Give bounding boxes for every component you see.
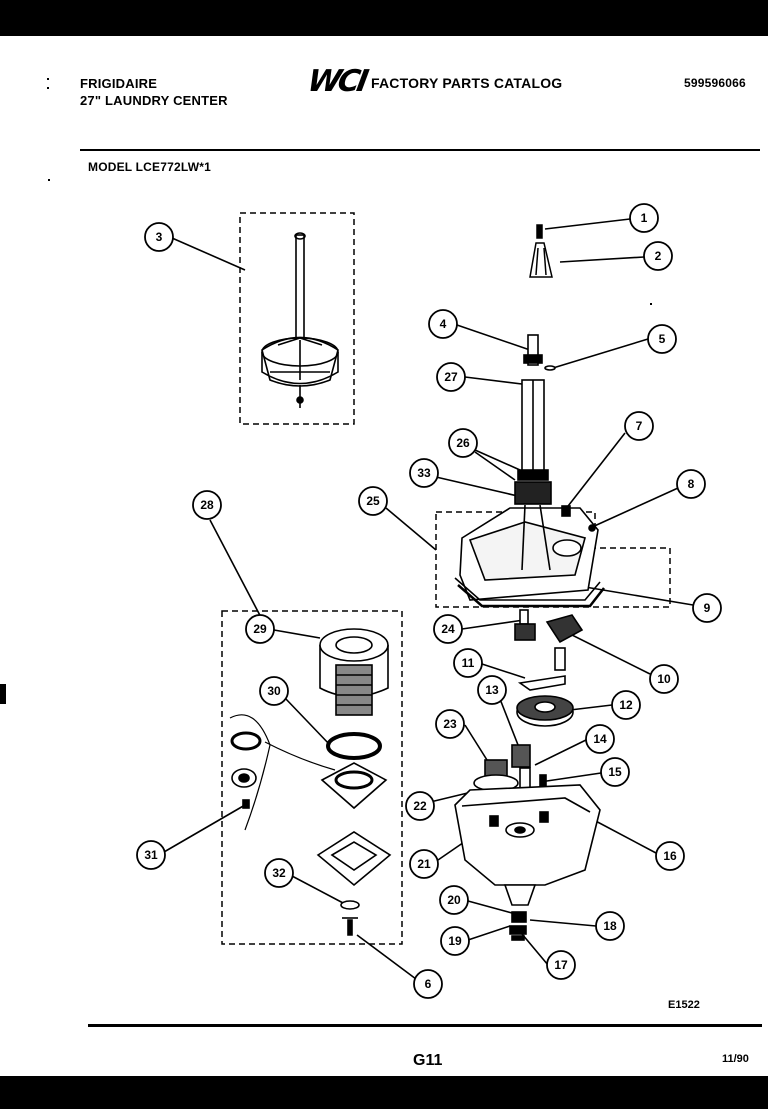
svg-text:32: 32: [272, 866, 286, 880]
callout-28: 28: [192, 490, 222, 520]
callout-12: 12: [611, 690, 641, 720]
product-label: 27" LAUNDRY CENTER: [80, 93, 228, 108]
callout-25: 25: [358, 486, 388, 516]
callout-22: 22: [405, 791, 435, 821]
callout-20: 20: [439, 885, 469, 915]
callout-33: 33: [409, 458, 439, 488]
footer-rule: [88, 1024, 762, 1027]
seal-kit-parts: [229, 628, 392, 936]
svg-text:6: 6: [425, 977, 432, 991]
callout-16: 16: [655, 841, 685, 871]
page-number: G11: [413, 1052, 443, 1069]
screw-and-cap-part: [529, 224, 553, 278]
svg-text:20: 20: [447, 893, 461, 907]
callout-7: 7: [624, 411, 654, 441]
callout-11: 11: [453, 648, 483, 678]
callout-14: 14: [585, 724, 615, 754]
svg-text:3: 3: [156, 230, 163, 244]
callout-21: 21: [409, 849, 439, 879]
agitator-shaft-box: [239, 212, 355, 425]
svg-text:9: 9: [704, 601, 711, 615]
svg-text:17: 17: [554, 958, 568, 972]
callout-26: 26: [448, 428, 478, 458]
catalog-title: FACTORY PARTS CATALOG: [371, 75, 563, 91]
date-code: 11/90: [722, 1053, 749, 1065]
model-label: MODEL LCE772LW*1: [88, 160, 212, 174]
svg-text:29: 29: [253, 622, 267, 636]
callout-30: 30: [259, 676, 289, 706]
svg-text:18: 18: [603, 919, 617, 933]
callout-8: 8: [676, 469, 706, 499]
callout-4: 4: [428, 309, 458, 339]
callout-6: 6: [413, 969, 443, 999]
svg-text:12: 12: [619, 698, 633, 712]
brand-label: FRIGIDAIRE: [80, 76, 158, 91]
svg-text:7: 7: [636, 419, 643, 433]
callout-18: 18: [595, 911, 625, 941]
svg-text:4: 4: [440, 317, 447, 331]
svg-text:11: 11: [462, 656, 475, 670]
svg-text:30: 30: [267, 684, 281, 698]
svg-text:19: 19: [448, 934, 462, 948]
callout-32: 32: [264, 858, 294, 888]
callout-27: 27: [436, 362, 466, 392]
callout-19: 19: [440, 926, 470, 956]
callout-15: 15: [600, 757, 630, 787]
callout-2: 2: [643, 241, 673, 271]
svg-text:24: 24: [441, 622, 455, 636]
callout-5: 5: [647, 324, 677, 354]
callout-24: 24: [433, 614, 463, 644]
svg-text:2: 2: [655, 249, 662, 263]
housing-assembly-box: [435, 511, 671, 608]
svg-text:1: 1: [641, 211, 648, 225]
svg-text:10: 10: [657, 672, 671, 686]
callout-3: 3: [144, 222, 174, 252]
agitator-shaft-part: [261, 232, 339, 408]
svg-text:27: 27: [444, 370, 458, 384]
svg-text:21: 21: [417, 857, 431, 871]
catalog-number: 599596066: [684, 76, 746, 90]
svg-text:33: 33: [417, 466, 431, 480]
callout-29: 29: [245, 614, 275, 644]
svg-text:13: 13: [485, 683, 499, 697]
svg-text:28: 28: [200, 498, 214, 512]
svg-text:5: 5: [659, 332, 666, 346]
callout-31: 31: [136, 840, 166, 870]
gearcase-part: [454, 784, 601, 941]
svg-text:22: 22: [413, 799, 427, 813]
transmission-shaft-part: [454, 334, 605, 608]
svg-text:31: 31: [144, 848, 158, 862]
callout-layer: 1 2 3 4 5 27 7 26 33 8 25 28 9 29 24 10 …: [136, 203, 722, 999]
callout-9: 9: [692, 593, 722, 623]
header-rule: [80, 149, 760, 151]
callout-17: 17: [546, 950, 576, 980]
callout-13: 13: [477, 675, 507, 705]
svg-text:8: 8: [688, 477, 695, 491]
svg-text:14: 14: [593, 732, 607, 746]
svg-text:15: 15: [608, 765, 622, 779]
stray-marks: [0, 78, 652, 704]
svg-text:23: 23: [443, 717, 457, 731]
callout-10: 10: [649, 664, 679, 694]
seal-kit-box: [221, 610, 403, 945]
svg-text:26: 26: [456, 436, 470, 450]
svg-text:25: 25: [366, 494, 380, 508]
callout-1: 1: [629, 203, 659, 233]
diagram-code: E1522: [668, 999, 700, 1011]
svg-text:16: 16: [663, 849, 677, 863]
callout-23: 23: [435, 709, 465, 739]
